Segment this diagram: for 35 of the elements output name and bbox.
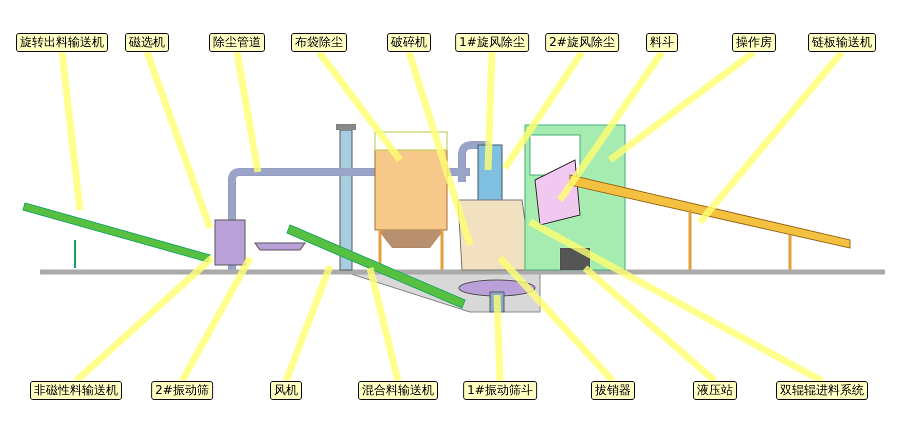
callout-label: 除尘管道 — [209, 33, 265, 52]
leader-line — [557, 50, 665, 202]
leader-line — [282, 264, 334, 382]
leader-line — [494, 294, 504, 382]
leader-line — [608, 49, 756, 163]
callout-label: 磁选机 — [125, 33, 169, 52]
leader-line — [58, 52, 84, 210]
callout-label: 1#旋风除尘 — [455, 33, 529, 52]
callout-label: 1#振动筛斗 — [463, 381, 537, 400]
leader-line — [697, 50, 845, 224]
callout-label: 2#振动筛 — [151, 381, 213, 400]
leader-line — [582, 265, 718, 384]
callout-label: 双辊辊进料系统 — [776, 381, 868, 400]
leader-line — [484, 52, 496, 170]
callout-label: 旋转出料输送机 — [16, 33, 108, 52]
callout-label: 液压站 — [693, 381, 737, 400]
callout-label: 拔销器 — [591, 381, 635, 400]
callout-label: 料斗 — [646, 33, 678, 52]
leader-line — [74, 255, 214, 384]
leader-line — [502, 50, 585, 170]
callout-label: 破碎机 — [387, 33, 431, 52]
leader-line — [234, 51, 262, 173]
leader-line — [144, 50, 214, 230]
leader-line — [316, 50, 403, 162]
callout-label: 非磁性料输送机 — [30, 381, 122, 400]
leader-line — [178, 256, 254, 383]
callout-label: 操作房 — [732, 33, 776, 52]
leader-line — [497, 256, 616, 384]
callout-label: 混合料输送机 — [358, 381, 438, 400]
leader-line — [406, 50, 474, 246]
leader-line — [366, 267, 402, 382]
callout-label: 链板输送机 — [808, 33, 876, 52]
callout-label: 风机 — [270, 381, 302, 400]
callout-label: 2#旋风除尘 — [545, 33, 619, 52]
callout-label: 布袋除尘 — [291, 33, 347, 52]
